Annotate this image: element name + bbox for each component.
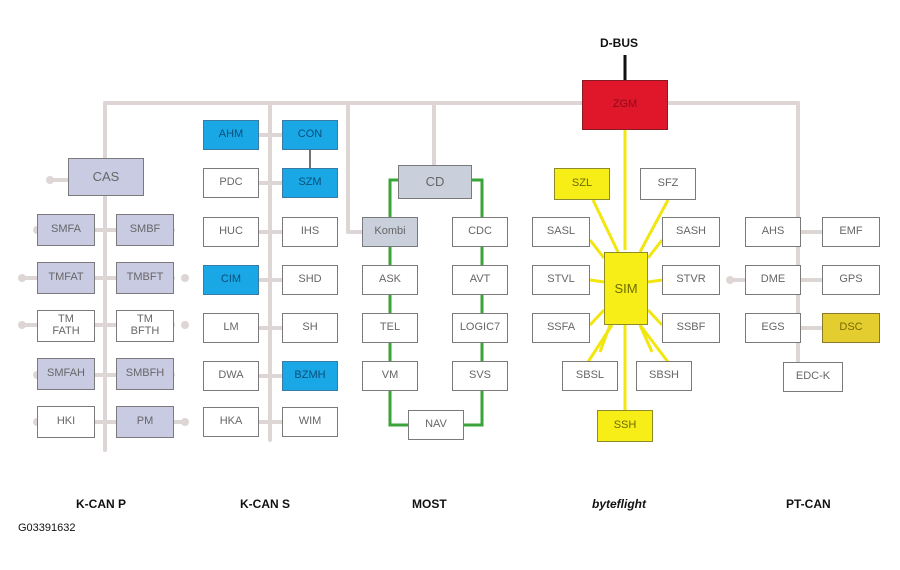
module-bzm: BZMH — [282, 361, 338, 391]
module-con: CON — [282, 120, 338, 150]
module-dsc: DSC — [822, 313, 880, 343]
module-tmfat: TMFAT — [37, 262, 95, 294]
module-pm: PM — [116, 406, 174, 438]
module-wim: WIM — [282, 407, 338, 437]
module-tel: TEL — [362, 313, 418, 343]
module-smfa: SMFA — [37, 214, 95, 246]
module-kombi: Kombi — [362, 217, 418, 247]
module-emf: EMF — [822, 217, 880, 247]
module-tm-fath: TM FATH — [37, 310, 95, 342]
figure-code: G03391632 — [18, 522, 76, 534]
module-tmbft: TMBFT — [116, 262, 174, 294]
bus-label-byteflight: byteflight — [592, 497, 646, 511]
module-sbsl: SBSL — [562, 361, 618, 391]
module-dme: DME — [745, 265, 801, 295]
module-logic7: LOGIC7 — [452, 313, 508, 343]
module-stvl: STVL — [532, 265, 590, 295]
module-cim: CIM — [203, 265, 259, 295]
module-ssh: SSH — [597, 410, 653, 442]
module-sh: SH — [282, 313, 338, 343]
module-nav: NAV — [408, 410, 464, 440]
module-svs: SVS — [452, 361, 508, 391]
module-shd: SHD — [282, 265, 338, 295]
module-pdc: PDC — [203, 168, 259, 198]
module-cd: CD — [398, 165, 472, 199]
module-ahm: AHM — [203, 120, 259, 150]
module-sim: SIM — [604, 252, 648, 325]
bus-label-pt-can: PT-CAN — [786, 497, 831, 511]
module-huc: HUC — [203, 217, 259, 247]
module-edc-k: EDC-K — [783, 362, 843, 392]
module-ihs: IHS — [282, 217, 338, 247]
module-ask: ASK — [362, 265, 418, 295]
module-szl: SZL — [554, 168, 610, 200]
module-avt: AVT — [452, 265, 508, 295]
module-tm-bfth: TM BFTH — [116, 310, 174, 342]
module-hka: HKA — [203, 407, 259, 437]
module-ahs: AHS — [745, 217, 801, 247]
bus-label-most: MOST — [412, 497, 447, 511]
module-stvr: STVR — [662, 265, 720, 295]
module-cdc: CDC — [452, 217, 508, 247]
module-vm: VM — [362, 361, 418, 391]
module-ssfa: SSFA — [532, 313, 590, 343]
module-sfz: SFZ — [640, 168, 696, 200]
bus-label-k-can-p: K-CAN P — [76, 497, 126, 511]
bus-label-k-can-s: K-CAN S — [240, 497, 290, 511]
module-gps: GPS — [822, 265, 880, 295]
diagram-title: D-BUS — [600, 36, 638, 50]
module-cas: CAS — [68, 158, 144, 196]
module-zgm: ZGM — [582, 80, 668, 130]
module-hki: HKI — [37, 406, 95, 438]
module-ssbf: SSBF — [662, 313, 720, 343]
module-smbfh: SMBFH — [116, 358, 174, 390]
module-smbf: SMBF — [116, 214, 174, 246]
module-sasl: SASL — [532, 217, 590, 247]
module-dwa: DWA — [203, 361, 259, 391]
module-sash: SASH — [662, 217, 720, 247]
module-lm: LM — [203, 313, 259, 343]
module-sbsh: SBSH — [636, 361, 692, 391]
module-egs: EGS — [745, 313, 801, 343]
module-szm: SZM — [282, 168, 338, 198]
module-smfah: SMFAH — [37, 358, 95, 390]
